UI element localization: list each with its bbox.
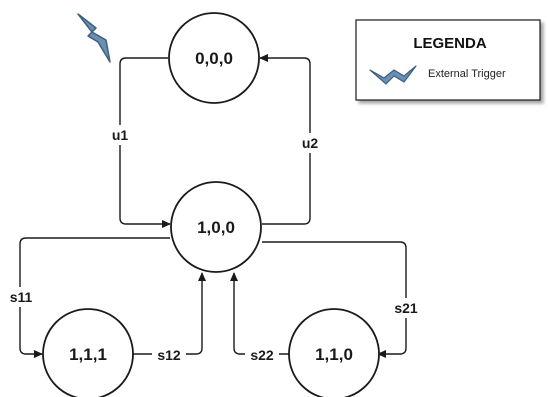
external-trigger-icon	[77, 13, 111, 63]
edge-label-u2: u2	[302, 135, 319, 151]
legend-title: LEGENDA	[413, 35, 487, 52]
edge-label-s21: s21	[394, 300, 418, 316]
lightning-bolt-icon	[369, 65, 417, 85]
state-1-0-0: 1,0,0	[170, 181, 262, 273]
state-0-0-0: 0,0,0	[168, 12, 260, 104]
legend: LEGENDA External Trigger	[355, 19, 541, 101]
edge-s22	[230, 272, 290, 355]
edge-label-s22: s22	[250, 347, 274, 363]
state-label-0-0-0: 0,0,0	[195, 49, 233, 68]
edge-label-u1: u1	[112, 127, 129, 143]
state-label-1-1-1: 1,1,1	[69, 345, 107, 364]
state-label-1-0-0: 1,0,0	[197, 218, 235, 237]
state-1-1-0: 1,1,0	[288, 308, 380, 397]
state-1-1-1: 1,1,1	[42, 308, 134, 397]
edge-label-s11: s11	[10, 289, 33, 305]
edge-label-s12: s12	[157, 347, 181, 363]
legend-item-label: External Trigger	[428, 68, 506, 80]
edge-s12	[128, 272, 206, 355]
state-label-1-1-0: 1,1,0	[315, 345, 353, 364]
